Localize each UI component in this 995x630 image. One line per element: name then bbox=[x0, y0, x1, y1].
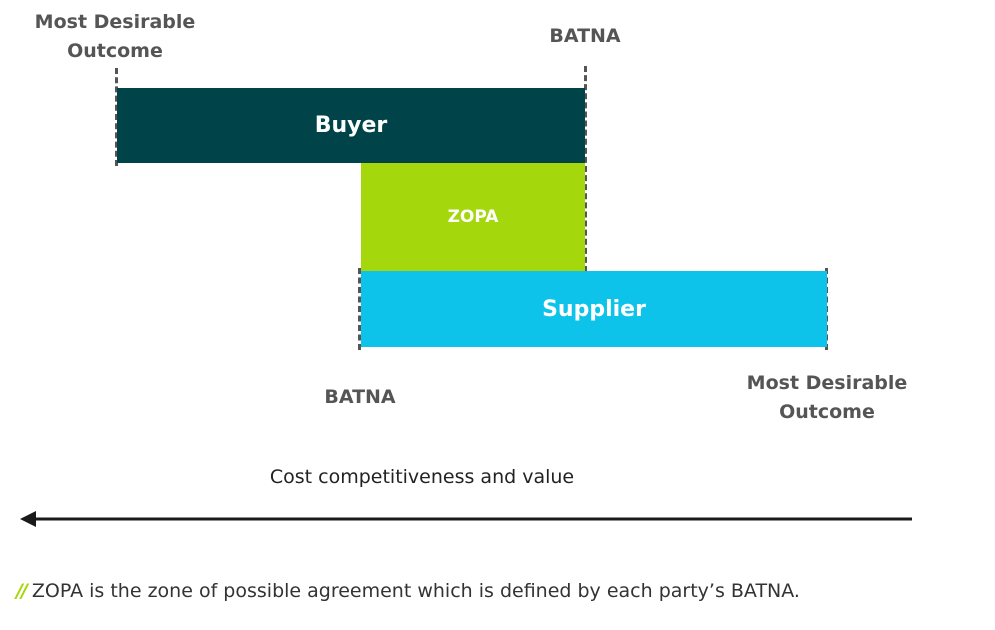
buyer-batna-marker bbox=[584, 66, 587, 272]
supplier-mdo-label-line1: Most Desirable bbox=[746, 372, 908, 394]
axis-label: Cost competitiveness and value bbox=[269, 466, 575, 488]
axis-arrow bbox=[20, 511, 912, 527]
zopa-range-bar: ZOPA bbox=[361, 163, 585, 271]
supplier-batna-marker bbox=[358, 268, 361, 350]
supplier-mdo-label-line2: Outcome bbox=[779, 401, 875, 423]
supplier-range-bar: Supplier bbox=[361, 271, 827, 347]
buyer-mdo-marker bbox=[115, 68, 118, 166]
buyer-mdo-label-line2: Outcome bbox=[67, 40, 163, 62]
buyer-mdo-label-line1: Most Desirable bbox=[34, 11, 196, 33]
supplier-batna-label: BATNA bbox=[324, 386, 396, 408]
supplier-bar-label: Supplier bbox=[542, 296, 646, 322]
zopa-bar-label: ZOPA bbox=[447, 207, 499, 227]
buyer-batna-label: BATNA bbox=[549, 25, 621, 47]
buyer-mdo-label: Most Desirable Outcome bbox=[15, 8, 215, 66]
axis-arrowhead bbox=[20, 511, 36, 527]
footnote: // ZOPA is the zone of possible agreemen… bbox=[16, 580, 800, 602]
buyer-bar-label: Buyer bbox=[314, 113, 388, 138]
supplier-mdo-label: Most Desirable Outcome bbox=[727, 369, 927, 427]
buyer-range-bar: Buyer bbox=[117, 88, 585, 163]
footnote-text: ZOPA is the zone of possible agreement w… bbox=[31, 580, 800, 602]
footnote-slash-icon: // bbox=[16, 580, 28, 602]
